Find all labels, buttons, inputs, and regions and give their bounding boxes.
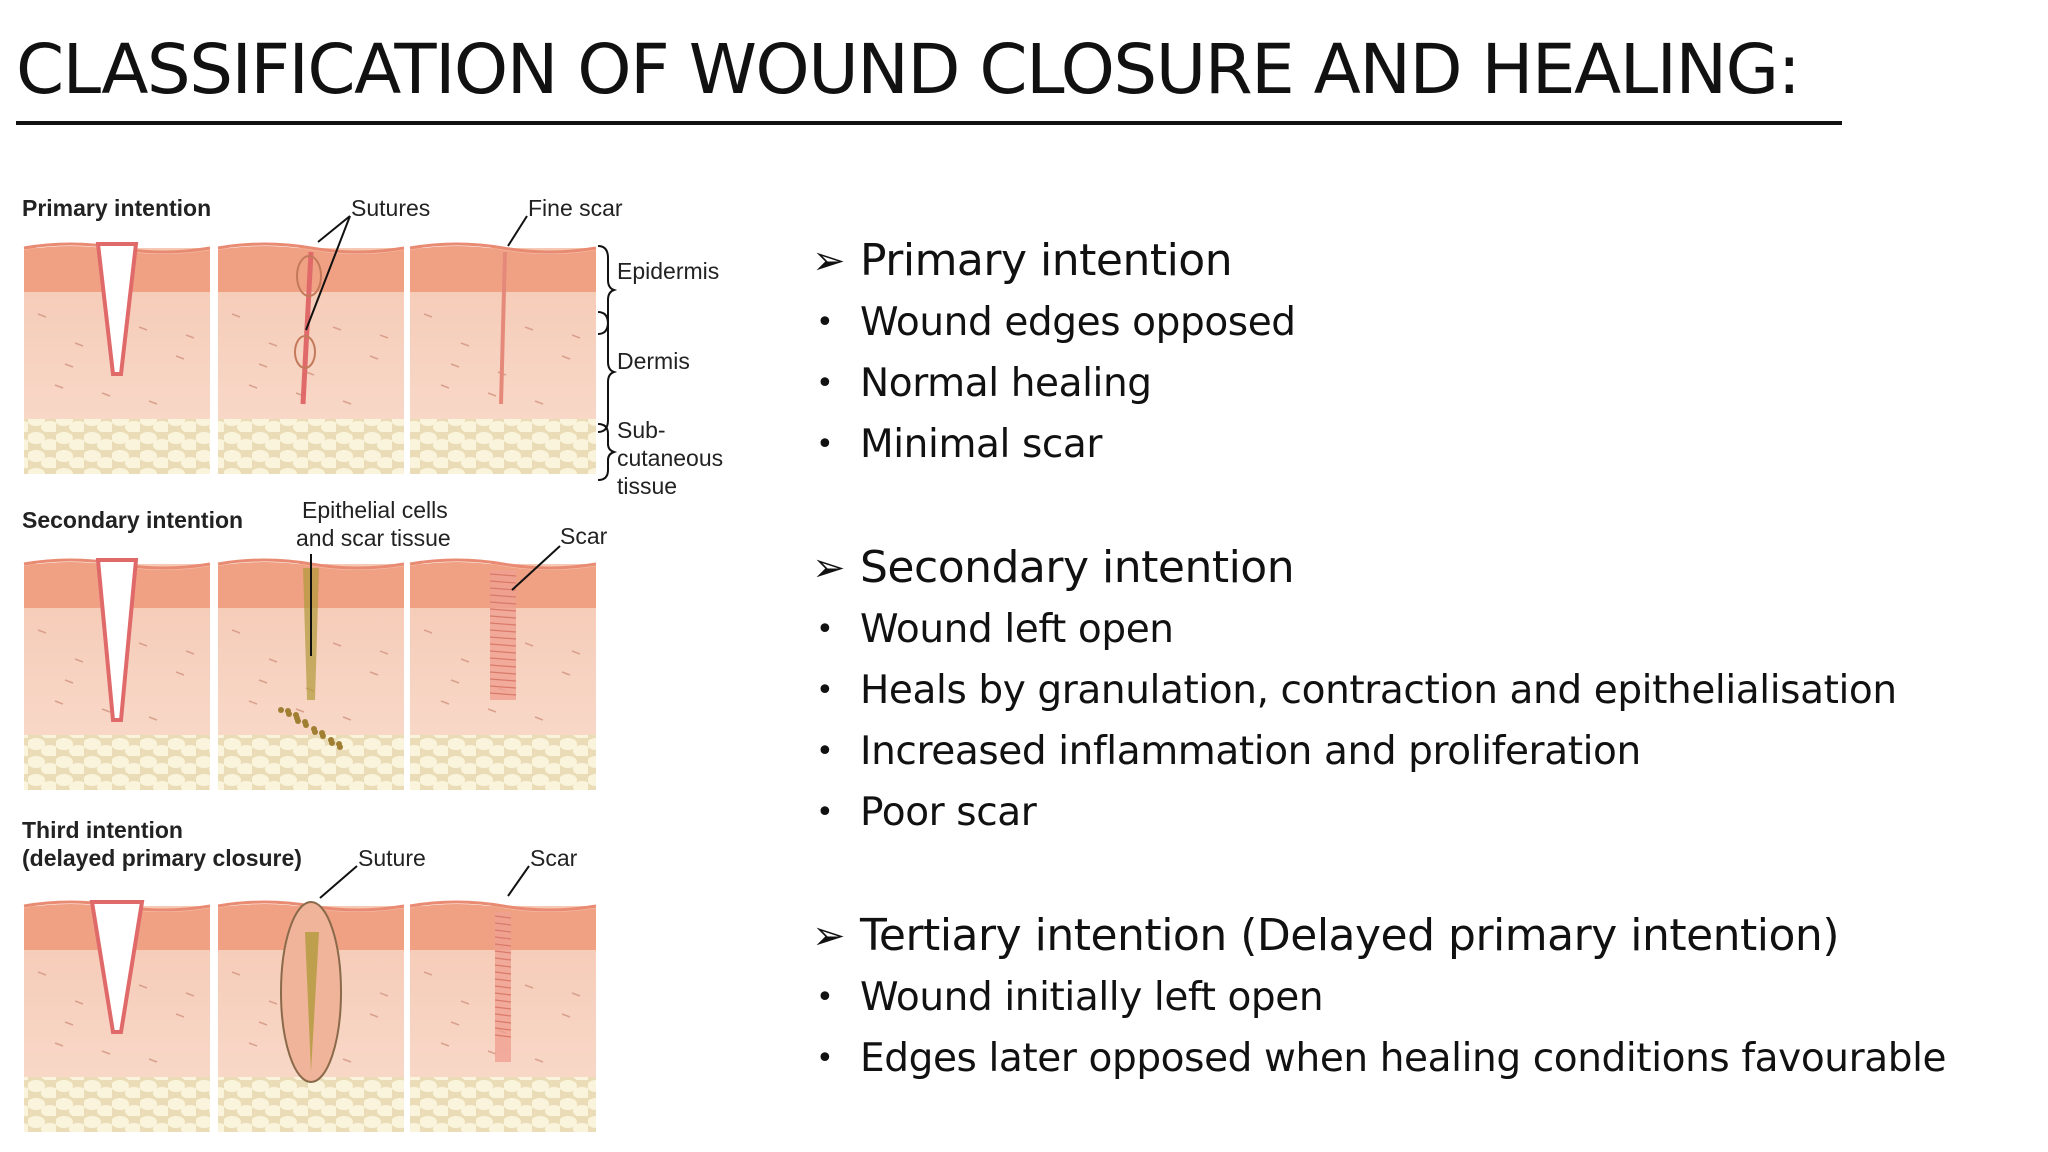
arrow-bullet-icon: ➢ [812, 913, 846, 959]
list-item: •Heals by granulation, contraction and e… [812, 660, 2032, 721]
bullet-dot-icon: • [816, 366, 834, 401]
wound-gap [89, 900, 145, 1034]
bullet-dot-icon: • [816, 427, 834, 462]
section-tertiary: ➢ Tertiary intention (Delayed primary in… [812, 905, 2032, 1089]
title-underline [16, 121, 1842, 125]
list-item: •Wound initially left open [812, 967, 2032, 1028]
section-heading-text: Tertiary intention (Delayed primary inte… [860, 910, 1840, 961]
list-item: •Increased inflammation and proliferatio… [812, 721, 2032, 782]
annotation-scar-third: Scar [530, 845, 578, 871]
bullet-dot-icon: • [816, 612, 834, 647]
skin-panel [23, 242, 211, 474]
list-item: •Minimal scar [812, 414, 2032, 475]
annotation-subcutaneous-3: tissue [617, 473, 678, 499]
granulation-tissue [305, 932, 319, 1072]
suture-loop [296, 255, 322, 297]
section-heading-text: Primary intention [860, 235, 1233, 286]
row-label-third-line2: (delayed primary closure) [22, 845, 302, 871]
annotation-epithelial-1: Epithelial cells [302, 497, 448, 523]
row-label-secondary: Secondary intention [22, 507, 244, 533]
skin-panel [217, 900, 405, 1132]
annotation-fine-scar: Fine scar [528, 195, 623, 221]
section-heading-text: Secondary intention [860, 542, 1295, 593]
arrow-bullet-icon: ➢ [812, 238, 846, 284]
section-heading: ➢ Primary intention [812, 230, 2032, 292]
skin-panel [409, 242, 597, 474]
list-item: •Edges later opposed when healing condit… [812, 1028, 2032, 1089]
row-label-third-line1: Third intention [22, 817, 183, 843]
skin-panel [23, 558, 211, 790]
bullet-dot-icon: • [816, 305, 834, 340]
row-label-primary: Primary intention [22, 195, 212, 221]
skin-panel [409, 900, 597, 1132]
annotation-epidermis: Epidermis [617, 258, 720, 284]
section-primary: ➢ Primary intention •Wound edges opposed… [812, 230, 2032, 475]
annotation-sutures: Sutures [351, 195, 431, 221]
annotation-epithelial-2: and scar tissue [296, 525, 451, 551]
wound-gap [95, 558, 139, 722]
leader-line [317, 215, 351, 243]
list-item: •Poor scar [812, 782, 2032, 843]
skin-panel [217, 242, 405, 474]
fine-scar [499, 251, 507, 405]
leader-line [319, 865, 358, 899]
arrow-bullet-icon: ➢ [812, 545, 846, 591]
leader-line [305, 215, 351, 331]
slide-title: CLASSIFICATION OF WOUND CLOSURE AND HEAL… [16, 30, 1801, 110]
wound-healing-figure: Primary intention Secondary intention Th… [0, 180, 780, 1150]
bullet-dot-icon: • [816, 734, 834, 769]
scar-tissue [490, 570, 516, 700]
skin-diagram [23, 215, 618, 1132]
annotation-suture-third: Suture [358, 845, 426, 871]
section-secondary: ➢ Secondary intention •Wound left open •… [812, 537, 2032, 843]
skin-panel [23, 900, 211, 1132]
dermis-bracket [597, 311, 618, 433]
epidermis-bracket [597, 245, 618, 335]
bullet-dot-icon: • [816, 1041, 834, 1076]
annotation-dermis: Dermis [617, 348, 690, 374]
bullet-dot-icon: • [816, 980, 834, 1015]
leader-line [511, 545, 561, 591]
skin-panel [409, 558, 597, 790]
bullet-dot-icon: • [816, 673, 834, 708]
annotation-scar-secondary: Scar [560, 523, 608, 549]
list-item: •Wound left open [812, 599, 2032, 660]
suture-loop [294, 335, 316, 369]
content-list: ➢ Primary intention •Wound edges opposed… [812, 230, 2032, 1089]
leader-line [507, 215, 528, 247]
section-heading: ➢ Secondary intention [812, 537, 2032, 599]
bullet-dot-icon: • [816, 795, 834, 830]
annotation-subcutaneous-2: cutaneous [617, 445, 724, 471]
list-item: •Normal healing [812, 353, 2032, 414]
wound-gap [95, 242, 139, 376]
list-item: •Wound edges opposed [812, 292, 2032, 353]
subcutaneous-bracket [597, 423, 618, 481]
annotation-subcutaneous-1: Sub- [617, 417, 666, 443]
section-heading: ➢ Tertiary intention (Delayed primary in… [812, 905, 2032, 967]
leader-line [507, 865, 530, 897]
